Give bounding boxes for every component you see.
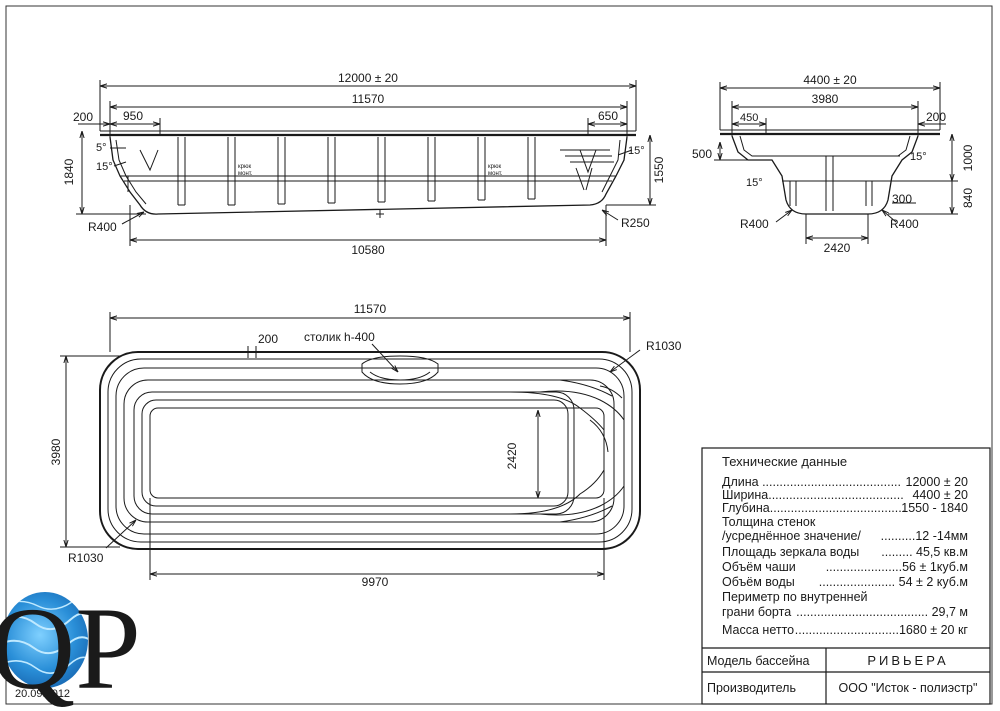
- dim-inner-width: 3980: [812, 92, 839, 106]
- spec-row-label: Периметр по внутренней: [722, 590, 868, 604]
- spec-row-label: /усреднённое значение/: [722, 529, 861, 543]
- hook-label-2a: крюк: [488, 164, 501, 170]
- plan-dim-floor-length: 9970: [362, 575, 389, 589]
- dim-depth-total: 1840: [62, 158, 76, 185]
- dim-step-top: 450: [740, 112, 758, 124]
- plan-dim-floor-width: 2420: [505, 442, 519, 469]
- dim-bottom-length: 10580: [351, 243, 385, 257]
- plan-dim-rim: 200: [258, 332, 278, 346]
- radius-right: R250: [621, 216, 650, 230]
- logo-letters: QP: [0, 583, 141, 711]
- dim-rim-left: 200: [73, 110, 93, 124]
- spec-row-value: ..............................1680 ± 20 …: [795, 623, 969, 637]
- end-view: [714, 82, 958, 244]
- spec-row-label: Длина ..................................…: [722, 475, 901, 489]
- dim-right-step: 650: [598, 109, 618, 123]
- angle-left: 15°: [96, 161, 113, 173]
- spec-row-label: Объём чаши: [722, 560, 796, 574]
- spec-row-value: ...................... 54 ± 2 куб.м: [819, 575, 968, 589]
- spec-title: Технические данные: [722, 454, 847, 469]
- spec-row-value: 12000 ± 20: [906, 475, 969, 489]
- maker-value: ООО "Исток - полиэстр": [839, 681, 978, 695]
- dim-left-step: 950: [123, 109, 143, 123]
- side-view: [76, 80, 656, 246]
- dim-lower-depth: 840: [961, 188, 975, 208]
- hook-label-2b: монт.: [488, 171, 503, 177]
- dim-inner-length: 11570: [352, 92, 385, 106]
- maker-label: Производитель: [707, 681, 796, 695]
- end-radius-left: R400: [740, 217, 769, 231]
- plan-radius-bottom: R1030: [68, 551, 104, 565]
- end-radius-right: R400: [890, 217, 919, 231]
- spec-rows: Длина ..................................…: [722, 475, 968, 637]
- dim-overall-length: 12000 ± 20: [338, 71, 398, 85]
- dim-left-offset: 500: [692, 147, 712, 161]
- end-view-labels: 4400 ± 20 3980 450 200 500 1000 840 300 …: [692, 73, 975, 255]
- end-angle-left: 15°: [746, 177, 763, 189]
- dim-depth-inner: 1550: [652, 156, 666, 183]
- table-label: столик h-400: [304, 330, 375, 344]
- model-label: Модель бассейна: [707, 654, 810, 668]
- spec-row-value: ......... 45,5 кв.м: [881, 545, 968, 559]
- plan-radius-top: R1030: [646, 339, 682, 353]
- logo-date: 20.09.2012: [15, 688, 70, 700]
- spec-row-label: Объём воды: [722, 575, 795, 589]
- water-texture: [2, 592, 88, 688]
- dim-upper-depth: 1000: [961, 144, 975, 171]
- spec-row-label: Глубина.................................…: [722, 501, 905, 515]
- dim-overall-width: 4400 ± 20: [803, 73, 857, 87]
- dim-rim-right: 200: [926, 110, 946, 124]
- plan-view: [60, 312, 641, 580]
- spec-row-value: 4400 ± 20: [912, 488, 968, 502]
- spec-row-label: Толщина стенок: [722, 515, 816, 529]
- angle-right: 15°: [628, 145, 645, 157]
- spec-row-value: ......................56 ± 1куб.м: [826, 560, 968, 574]
- hook-label-1b: монт.: [238, 171, 253, 177]
- qp-logo: QP 20.09.2012: [0, 583, 141, 711]
- model-value: РИВЬЕРА: [867, 653, 948, 668]
- spec-row-label: Площадь зеркала воды: [722, 545, 859, 559]
- plan-dim-width: 3980: [49, 438, 63, 465]
- spec-row-value: 1550 - 1840: [901, 501, 968, 515]
- hook-label-1a: крюк: [238, 164, 251, 170]
- dim-step-lower: 300: [892, 192, 912, 206]
- spec-row-label: Масса нетто: [722, 623, 794, 637]
- plan-dim-length: 11570: [354, 302, 387, 316]
- spec-table: Технические данные Длина ...............…: [701, 447, 991, 705]
- sheet-frame: [5, 5, 993, 705]
- dim-bottom-width: 2420: [824, 241, 851, 255]
- angle-left-top: 5°: [96, 142, 107, 154]
- plan-view-labels: 11570 200 столик h-400 R1030 3980 2420 R…: [49, 302, 682, 589]
- spec-row-label: грани борта: [722, 605, 791, 619]
- spec-row-label: Ширина..................................…: [722, 488, 904, 502]
- spec-row-value: ..........12 -14мм: [881, 529, 968, 543]
- end-angle-right: 15°: [910, 151, 927, 163]
- side-view-labels: 12000 ± 20 11570 200 950 650 1840 1550 1…: [62, 71, 666, 257]
- radius-left: R400: [88, 220, 117, 234]
- spec-row-value: ...................................... 2…: [796, 605, 968, 619]
